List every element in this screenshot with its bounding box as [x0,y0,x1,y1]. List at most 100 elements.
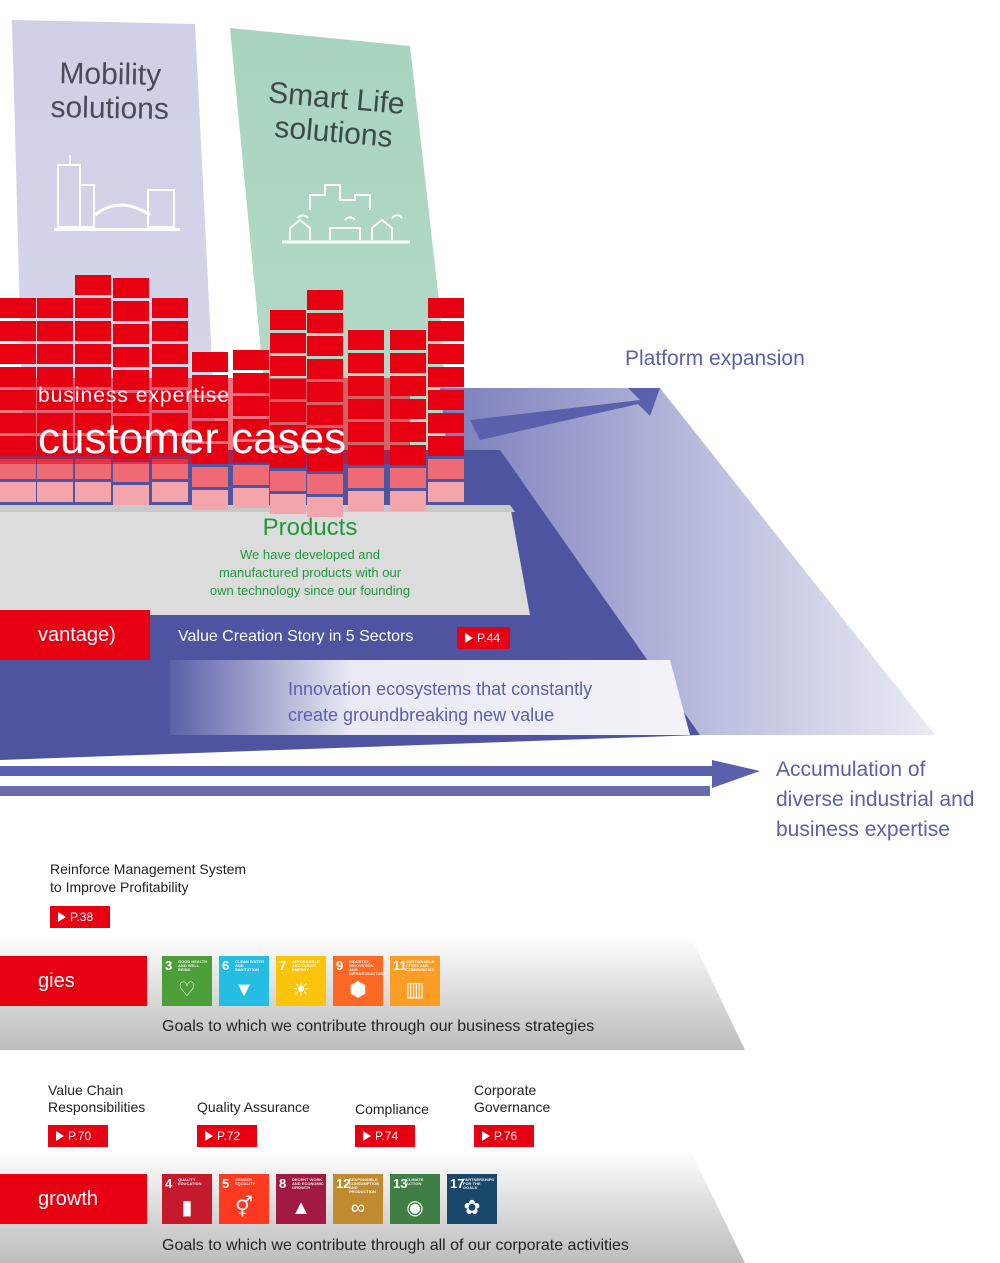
case-block [113,485,149,505]
sdg-symbol: ⬢ [349,979,367,1001]
value-creation-story: Value Creation Story in 5 Sectors [178,628,414,645]
case-block [270,494,306,514]
page-ref-p72[interactable]: P.72 [197,1125,257,1147]
case-block [152,298,188,318]
case-block [152,482,188,502]
case-block [428,367,464,387]
sdg-goal-9-icon: 9 INDUSTRY, INNOVATION AND INFRASTRUCTURE… [333,956,386,1006]
page-ref-label: P.72 [217,1129,241,1143]
growth-item-label: Quality Assurance [197,1099,310,1115]
case-block [428,413,464,433]
products-slab [0,505,530,615]
sdg-number: 7 [279,958,287,973]
customer-cases-blocks [0,275,464,517]
cases-title: customer cases [38,414,347,463]
innovation-panel [170,660,690,735]
play-icon [482,1131,490,1141]
platform-expansion-label: Platform expansion [625,347,805,370]
sdg-caption: RESPONSIBLE CONSUMPTION AND PRODUCTION [349,1177,379,1194]
case-block [192,467,228,487]
products-description: We have developed and manufactured produ… [209,547,411,598]
page-ref-label: P.70 [68,1129,92,1143]
case-block [428,344,464,364]
case-block [270,333,306,353]
case-block [113,278,149,298]
case-block [233,350,269,370]
sdg-number: 12 [336,1176,351,1191]
case-block [428,459,464,479]
growth-caption: Goals to which we contribute through all… [162,1237,629,1254]
case-block [192,490,228,510]
case-block [75,298,111,318]
sdg-number: 9 [336,958,344,973]
sdg-number: 3 [165,958,173,973]
play-icon [465,633,473,643]
products-title: Products [262,514,358,541]
sdg-number: 11 [393,958,407,973]
sdg-caption: DECENT WORK AND ECONOMIC GROWTH [292,1177,324,1190]
sdg-number: 4 [165,1176,173,1191]
play-icon [363,1131,371,1141]
page-ref-p44[interactable]: P.44 [457,627,510,649]
case-block [348,491,384,511]
case-block [348,330,384,350]
case-block [75,482,111,502]
sdg-number: 5 [222,1176,230,1191]
case-block [37,298,73,318]
city-train-icon [54,155,180,231]
sdg-caption: PARTNERSHIPS FOR THE GOALS [463,1177,495,1190]
accumulation-label: Accumulation of diverse industrial and b… [776,758,975,841]
growth-item-label: Corporate Governance [474,1082,551,1115]
case-block [428,390,464,410]
sdg-goal-8-icon: 8 DECENT WORK AND ECONOMIC GROWTH ▲ [276,1174,326,1224]
sdg-symbol: ∞ [350,1197,366,1219]
play-icon [56,1131,64,1141]
case-block [75,321,111,341]
sdg-symbol: ♡ [178,979,196,1001]
case-block [113,324,149,344]
page-ref-label: P.76 [494,1129,518,1143]
case-block [428,436,464,456]
case-block [428,321,464,341]
case-block [307,290,343,310]
case-block [152,344,188,364]
page-ref-p38[interactable]: P.38 [50,906,110,928]
case-block [37,321,73,341]
case-block [307,336,343,356]
case-block [37,344,73,364]
sdg-symbol: ✿ [463,1197,481,1219]
growth-tab: growth [0,1174,147,1224]
case-block [0,482,36,502]
case-block [428,482,464,502]
reinforce-text: Reinforce Management System to Improve P… [50,861,247,895]
case-block [192,352,228,372]
page-ref-p74[interactable]: P.74 [355,1125,415,1147]
platform-arrow [470,388,660,440]
case-block [75,344,111,364]
play-icon [58,912,66,922]
case-block [307,497,343,517]
page-ref-p76[interactable]: P.76 [474,1125,534,1147]
sdg-caption: AFFORDABLE AND CLEAN ENERGY [292,959,320,972]
cases-subtitle: business expertise [38,384,230,407]
strategies-tab: gies [0,956,147,1006]
sdg-caption: INDUSTRY, INNOVATION AND INFRASTRUCTURE [349,959,386,976]
sdg-caption: QUALITY EDUCATION [178,1177,202,1186]
sdg-number: 8 [279,1176,287,1191]
sdg-number: 6 [222,958,230,973]
page-ref-label: P.74 [375,1129,399,1143]
sdg-symbol: ▼ [234,979,254,1001]
case-block [307,474,343,494]
page-ref-p70[interactable]: P.70 [48,1125,108,1147]
play-icon [205,1131,213,1141]
case-block [428,298,464,318]
case-block [390,353,426,373]
sdg-symbol: ▮ [181,1197,193,1219]
sdg-symbol: ▲ [291,1197,311,1219]
case-block [113,347,149,367]
case-block [113,301,149,321]
